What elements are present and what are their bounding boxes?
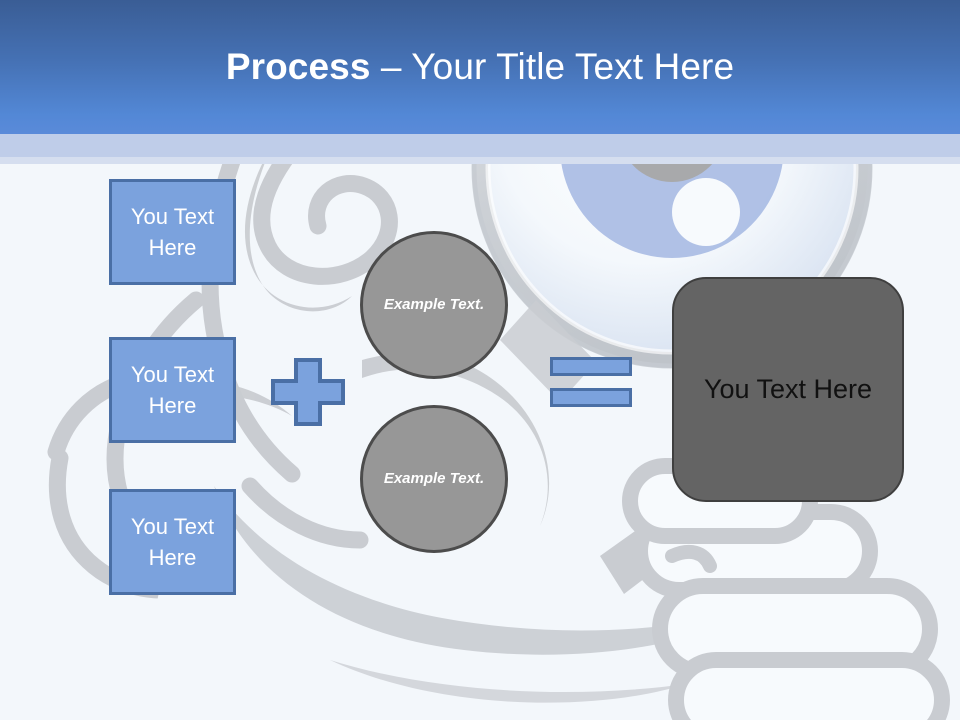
input-box-2-label: You Text Here [130, 362, 215, 418]
equals-bar-top [550, 357, 632, 376]
input-box-3[interactable]: You Text Here [109, 489, 236, 595]
header-accent-stripe [0, 134, 960, 157]
result-block-label: You Text Here [703, 374, 873, 404]
example-circle-1-label: Example Text. [383, 296, 485, 313]
example-circle-2[interactable]: Example Text. [360, 405, 508, 553]
input-box-1-label: You Text Here [130, 204, 215, 260]
page-title: Process – Your Title Text Here [0, 0, 960, 134]
input-box-3-label: You Text Here [130, 514, 215, 570]
result-block[interactable]: You Text Here [672, 277, 904, 502]
page-title-emphasis: Process [225, 46, 371, 87]
header-accent-stripe-secondary [0, 157, 960, 164]
page-title-rest: – Your Title Text Here [370, 46, 735, 87]
example-circle-2-label: Example Text. [383, 470, 485, 487]
example-circle-1[interactable]: Example Text. [360, 231, 508, 379]
equals-operator-icon [550, 357, 632, 407]
input-box-1[interactable]: You Text Here [109, 179, 236, 285]
header-band [0, 0, 960, 134]
plus-operator-icon [271, 358, 345, 426]
equals-bar-bottom [550, 388, 632, 407]
input-box-2[interactable]: You Text Here [109, 337, 236, 443]
